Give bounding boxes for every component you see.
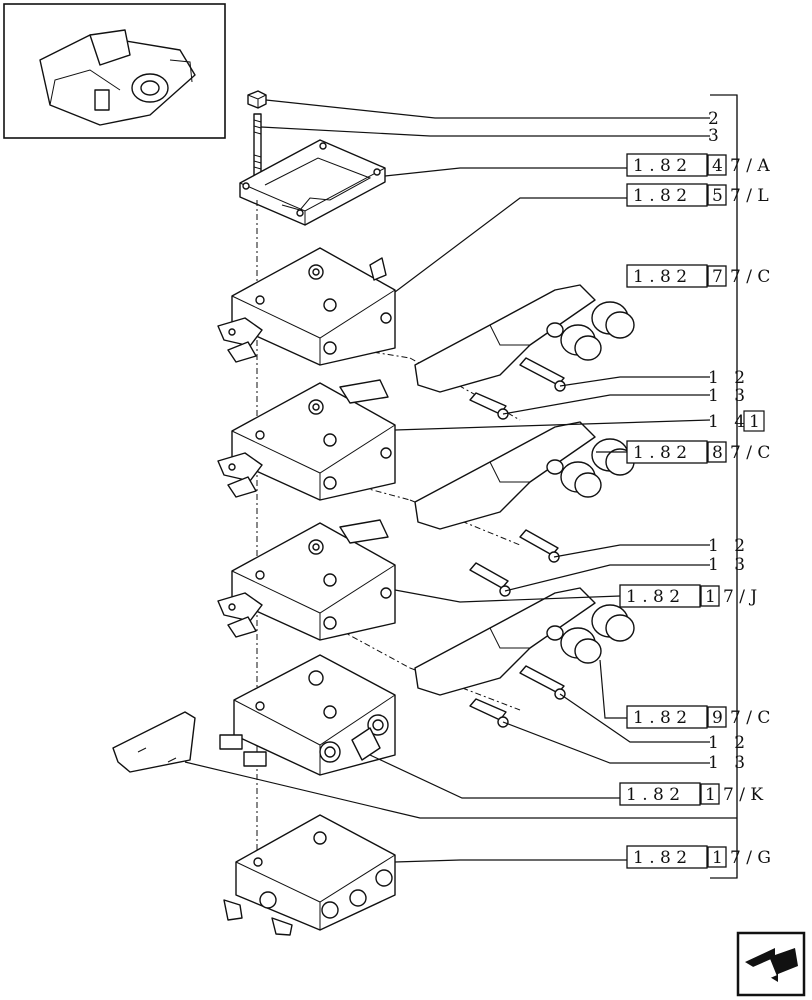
ref-link-8[interactable]: 1 . 8 2 1 7 / G <box>626 845 771 869</box>
ref-prefix: 1 . 8 2 <box>633 156 687 176</box>
callout-12-c: 1 2 <box>708 733 750 753</box>
fitting-3 <box>414 587 635 696</box>
ref-box: 4 <box>712 156 723 176</box>
ref-suffix: 7 / A <box>730 156 770 176</box>
ref-link-4[interactable]: 1 . 8 2 8 7 / C <box>626 440 770 464</box>
callout-bracket <box>710 94 738 879</box>
ref-prefix: 1 . 8 2 <box>633 708 687 728</box>
mount-axis <box>334 349 411 669</box>
ref-suffix: 7 / G <box>730 848 771 868</box>
callout-labels: 2 3 1 2 1 3 1 4 1 2 1 3 1 2 1 3 <box>708 109 750 773</box>
valve-section-3 <box>217 519 396 641</box>
ref-suffix: 7 / C <box>730 443 770 463</box>
next-page-arrow-icon[interactable] <box>736 931 806 997</box>
group-tag: 1 <box>743 410 765 432</box>
ref-link-3[interactable]: 1 . 8 2 7 7 / C <box>626 264 770 288</box>
ref-box: 7 <box>712 267 723 287</box>
valve-section-1 <box>217 247 396 366</box>
ref-box: 5 <box>712 186 723 206</box>
ref-suffix: 7 / C <box>730 267 770 287</box>
callout-13-a: 1 3 <box>708 386 750 406</box>
leader-lines <box>184 99 737 863</box>
callout-3: 3 <box>708 126 724 146</box>
ref-link-1[interactable]: 1 . 8 2 4 7 / A <box>626 153 770 177</box>
valve-section-plugs <box>219 654 396 776</box>
ref-suffix: 7 / J <box>723 587 757 607</box>
ref-box: 1 <box>705 785 716 805</box>
ref-box: 1 <box>705 587 716 607</box>
ref-suffix: 7 / L <box>730 186 769 206</box>
ref-link-6[interactable]: 1 . 8 2 9 7 / C <box>626 705 770 729</box>
callout-12-b: 1 2 <box>708 536 750 556</box>
ref-prefix: 1 . 8 2 <box>633 267 687 287</box>
ref-prefix: 1 . 8 2 <box>626 587 680 607</box>
ref-prefix: 1 . 8 2 <box>626 785 680 805</box>
callout-12-a: 1 2 <box>708 368 750 388</box>
ref-prefix: 1 . 8 2 <box>633 848 687 868</box>
callout-2: 2 <box>708 109 724 129</box>
ref-box: 9 <box>712 708 723 728</box>
ref-box: 8 <box>712 443 723 463</box>
part-stud <box>253 113 262 177</box>
ref-prefix: 1 . 8 2 <box>633 186 687 206</box>
ref-link-7[interactable]: 1 . 8 2 1 7 / K <box>619 782 763 806</box>
ref-box: 1 <box>712 848 723 868</box>
callout-14: 1 4 <box>708 412 750 432</box>
callout-13-b: 1 3 <box>708 555 750 575</box>
reference-links[interactable]: 1 . 8 2 4 7 / A 1 . 8 2 5 7 / L 1 . 8 2 … <box>619 153 771 869</box>
callout-13-c: 1 3 <box>708 753 750 773</box>
ref-suffix: 7 / K <box>723 785 763 805</box>
ref-suffix: 7 / C <box>730 708 770 728</box>
ref-link-2[interactable]: 1 . 8 2 5 7 / L <box>626 183 769 207</box>
part-nut <box>247 90 267 109</box>
ref-prefix: 1 . 8 2 <box>633 443 687 463</box>
group-tag-text: 1 <box>749 412 760 432</box>
ref-link-5[interactable]: 1 . 8 2 1 7 / J <box>619 584 757 608</box>
part-bracket-plate <box>112 711 196 773</box>
part-cover-plate <box>239 139 386 226</box>
valve-section-base <box>223 814 396 936</box>
machine-overview-thumbnail[interactable] <box>3 3 226 139</box>
fitting-1 <box>414 284 635 393</box>
valve-section-2 <box>217 379 396 501</box>
fitting-2 <box>414 421 635 530</box>
